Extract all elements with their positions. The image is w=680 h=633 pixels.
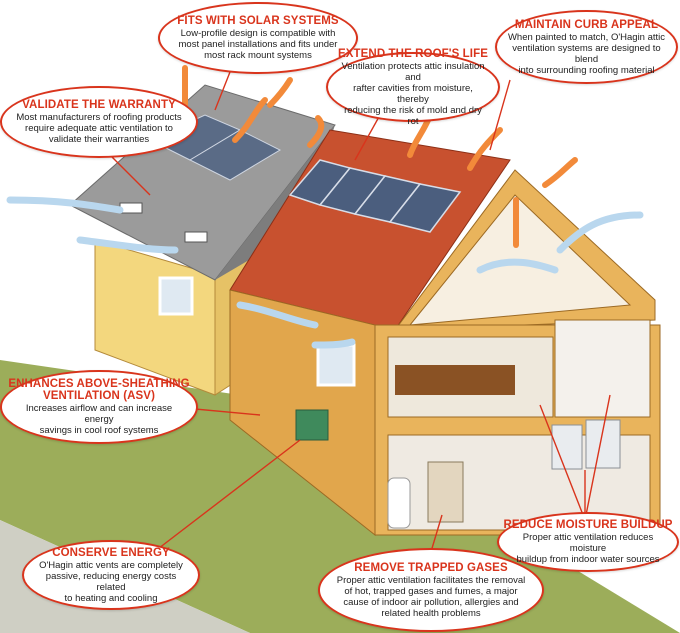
callout-title: EXTEND THE ROOF'S LIFE	[338, 47, 488, 60]
callout-maintain-curb-appeal: MAINTAIN CURB APPEAL When painted to mat…	[495, 10, 678, 84]
callout-fits-with-solar-systems: FITS WITH SOLAR SYSTEMS Low-profile desi…	[158, 2, 358, 74]
hot-airflow-arrows	[182, 65, 578, 248]
callout-validate-the-warranty: VALIDATE THE WARRANTY Most manufacturers…	[0, 86, 198, 158]
callout-title: CONSERVE ENERGY	[52, 546, 170, 559]
cool-airflow-arrows	[6, 196, 644, 349]
callout-title: REMOVE TRAPPED GASES	[354, 561, 508, 574]
kitchen-cabinets	[395, 365, 515, 395]
callout-reduce-moisture-buildup: REDUCE MOISTURE BUILDUP Proper attic ven…	[497, 512, 679, 572]
callout-text: Ventilation protects attic insulation an…	[341, 60, 485, 127]
callout-title: ENHANCES ABOVE-SHEATHING VENTILATION (AS…	[8, 378, 190, 402]
callout-remove-trapped-gases: REMOVE TRAPPED GASES Proper attic ventil…	[318, 548, 544, 632]
front-window	[316, 343, 356, 387]
left-house-window	[158, 276, 194, 316]
callout-text: Increases airflow and can increase energ…	[25, 403, 173, 436]
callout-text: When painted to match, O'Hagin attic ven…	[507, 31, 666, 76]
callout-extend-the-roofs-life: EXTEND THE ROOF'S LIFE Ventilation prote…	[326, 48, 500, 127]
gray-roof-side	[215, 125, 335, 280]
ac-unit	[295, 409, 329, 441]
callout-text: O'Hagin attic vents are completely passi…	[39, 559, 183, 604]
callout-enhances-asv: ENHANCES ABOVE-SHEATHING VENTILATION (AS…	[0, 370, 198, 444]
callout-text: Proper attic ventilation reduces moistur…	[516, 532, 660, 565]
bathroom	[554, 319, 651, 418]
callout-text: Most manufacturers of roofing products r…	[16, 112, 182, 145]
callout-title: REDUCE MOISTURE BUILDUP	[503, 519, 673, 531]
callout-title: VALIDATE THE WARRANTY	[22, 99, 176, 111]
callout-title: MAINTAIN CURB APPEAL	[514, 18, 659, 31]
water-heater	[387, 477, 411, 529]
callout-text: Low-profile design is compatible with mo…	[178, 28, 338, 61]
callout-title: FITS WITH SOLAR SYSTEMS	[177, 15, 339, 27]
furnace	[427, 461, 464, 523]
callout-conserve-energy: CONSERVE ENERGY O'Hagin attic vents are …	[22, 540, 200, 610]
callout-text: Proper attic ventilation facilitates the…	[336, 574, 526, 619]
tile-roof-solar-panels	[288, 159, 462, 233]
